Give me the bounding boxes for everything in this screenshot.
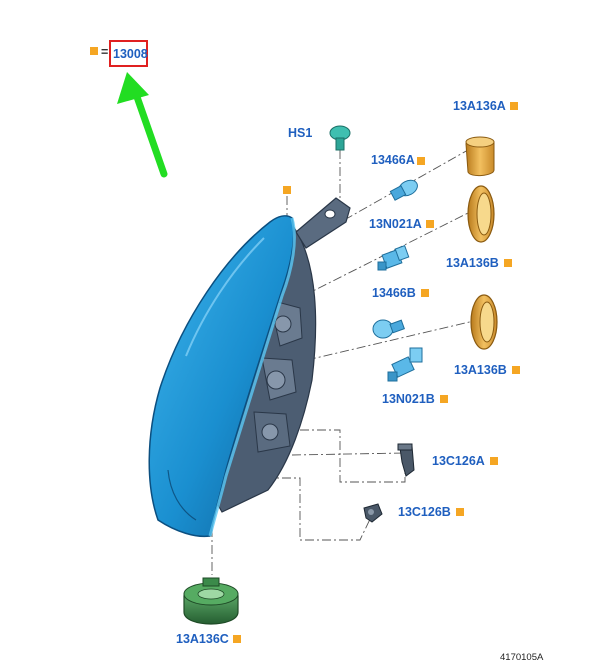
ring-13a136b-upper[interactable] [467,185,495,243]
ring-13a136a[interactable] [465,136,495,177]
ring-13a136b-lower[interactable] [470,294,498,350]
callout-13c126a[interactable]: 13C126A [432,454,485,468]
push-pin-hs1[interactable] [329,125,351,151]
marker-13466b [421,289,429,297]
callout-13n021a[interactable]: 13N021A [369,217,422,231]
part-number-13008[interactable]: 13008 [113,47,148,61]
location-markers [283,186,291,194]
bulb-13466a[interactable] [389,177,420,201]
callout-13a136b-upper[interactable]: 13A136B [446,256,499,270]
legend-equals: = [101,45,108,59]
headlamp-housing[interactable] [148,197,351,538]
clip-13c126b[interactable] [363,503,383,523]
callout-13a136a[interactable]: 13A136A [453,99,506,113]
callout-13a136b-lower[interactable]: 13A136B [454,363,507,377]
marker-13n021b [440,395,448,403]
socket-13n021b[interactable] [387,347,423,382]
marker-13a136a [510,102,518,110]
marker-13c126b [456,508,464,516]
callout-13466a[interactable]: 13466A [371,153,415,167]
callout-hs1[interactable]: HS1 [288,126,312,140]
figure-id: 4170105A [500,652,544,661]
cap-13a136c[interactable] [183,577,239,625]
callout-13a136c[interactable]: 13A136C [176,632,229,646]
part-number-highlight-box [109,40,148,67]
callout-13466b[interactable]: 13466B [372,286,416,300]
callout-13c126b[interactable]: 13C126B [398,505,451,519]
arrow-icon [117,72,168,178]
legend-marker [90,47,98,55]
bulb-13466b[interactable] [372,319,405,339]
clip-13c126a[interactable] [397,443,415,477]
socket-13n021a[interactable] [377,245,410,271]
marker-13c126a [490,457,498,465]
callout-13n021b[interactable]: 13N021B [382,392,435,406]
marker-13a136b-upper [504,259,512,267]
marker-13a136c [233,635,241,643]
marker-13n021a [426,220,434,228]
marker-13a136b-lower [512,366,520,374]
marker-13466a [417,157,425,165]
